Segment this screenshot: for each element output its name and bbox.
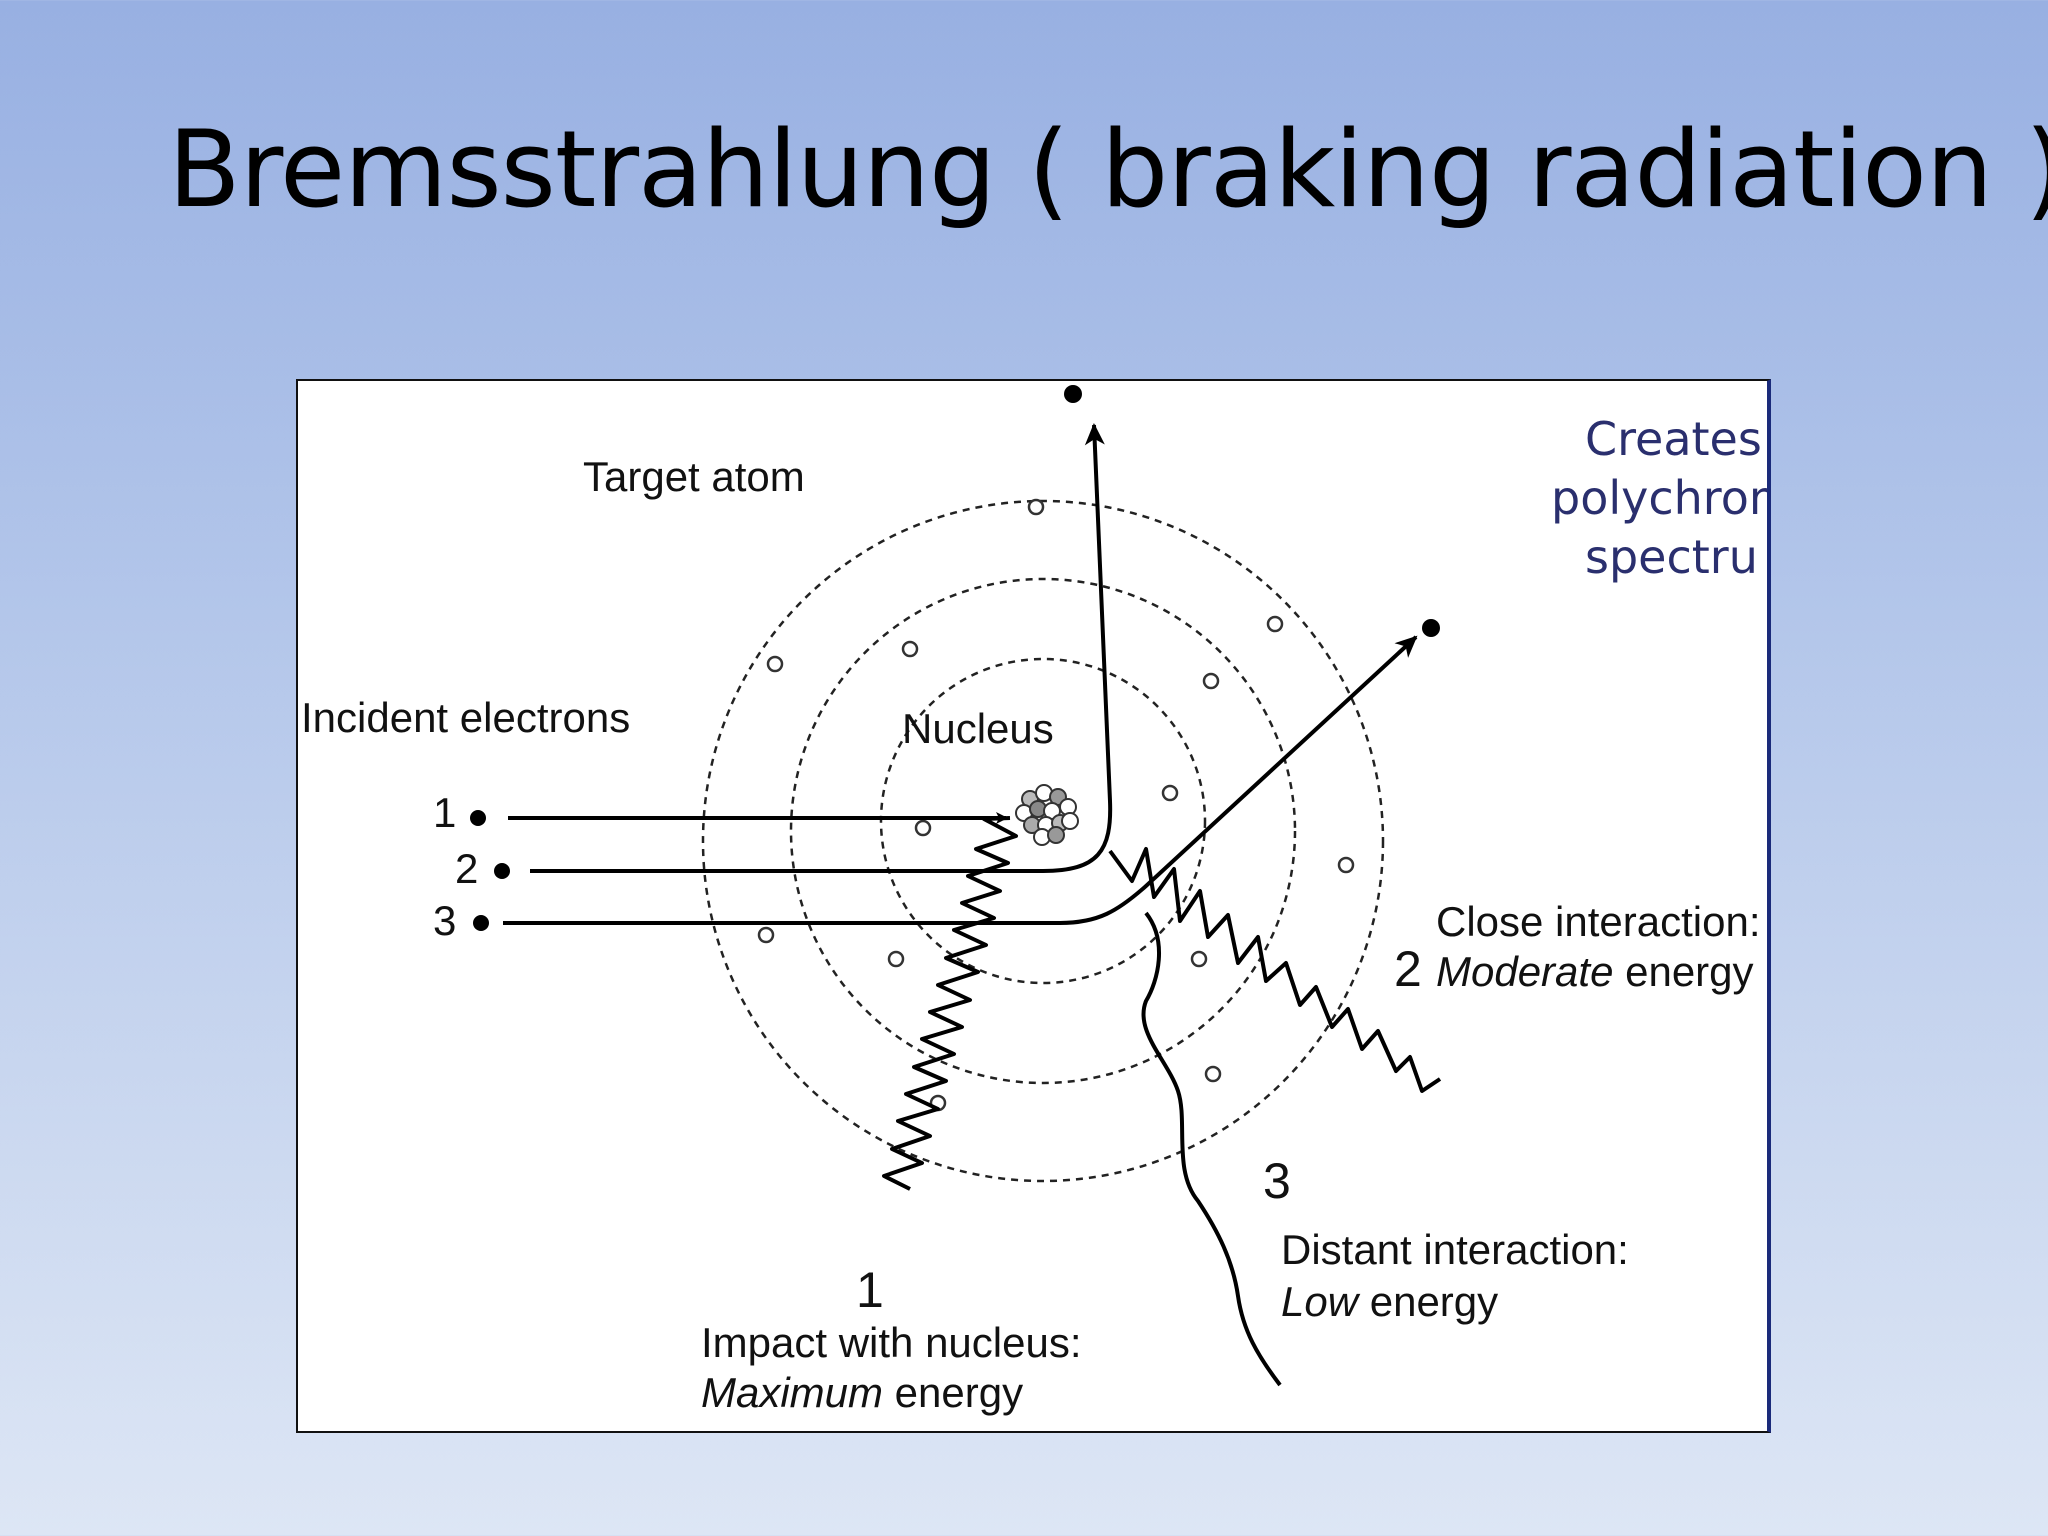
orbital-electron (1202, 672, 1220, 690)
orbital-electron (1204, 1065, 1222, 1083)
scattered-electron-2 (1064, 385, 1082, 403)
incident-electrons-label: Incident electrons (301, 694, 630, 741)
incident-electron-number-3: 3 (433, 897, 456, 944)
orbit-middle (789, 577, 1297, 1085)
interaction-3-energy: Low energy (1281, 1278, 1498, 1325)
diagram-canvas: Target atom Incident electrons Nucleus 1… (301, 385, 1771, 1416)
orbital-electron (887, 950, 905, 968)
photon-2-moderate (1108, 847, 1442, 1093)
orbital-electron (914, 819, 932, 837)
orbital-electrons (757, 498, 1355, 1112)
callout-line-2: polychrom (1551, 471, 1771, 525)
scattered-electron-dots (1064, 385, 1440, 637)
interaction-3-number: 3 (1263, 1153, 1291, 1209)
interaction-3-title: Distant interaction: (1281, 1226, 1629, 1273)
incident-electron-number-2: 2 (455, 845, 478, 892)
orbit-outer (701, 499, 1385, 1183)
incident-electron-dots (470, 810, 510, 931)
incident-electron-number-1: 1 (433, 789, 456, 836)
orbital-electron (1161, 784, 1179, 802)
orbital-electron (901, 640, 919, 658)
target-atom-label: Target atom (583, 453, 805, 500)
electron-paths (503, 423, 1418, 925)
incident-electron-1 (470, 810, 486, 826)
diagram-labels: Target atom Incident electrons Nucleus 1… (301, 412, 1771, 1416)
incident-electron-3 (473, 915, 489, 931)
orbital-electron (766, 655, 784, 673)
scattered-electron-3 (1422, 619, 1440, 637)
orbital-electron (1027, 498, 1045, 516)
interaction-1-number: 1 (856, 1262, 884, 1318)
callout-line-1: Creates (1585, 412, 1762, 466)
electron-path-3 (503, 635, 1418, 925)
orbital-electron (757, 926, 775, 944)
slide-title: Bremsstrahlung ( braking radiation ) (168, 108, 2048, 231)
nucleus (1015, 784, 1079, 846)
interaction-2-number: 2 (1394, 941, 1422, 997)
photon-3-low (1141, 911, 1282, 1387)
bremsstrahlung-diagram: Target atom Incident electrons Nucleus 1… (296, 379, 1771, 1433)
interaction-1-title: Impact with nucleus: (701, 1319, 1082, 1366)
nucleus-label: Nucleus (902, 705, 1054, 752)
electron-path-2 (530, 423, 1113, 873)
interaction-2-energy: Moderate energy (1436, 948, 1754, 995)
photons (882, 816, 1442, 1387)
orbital-electron (1266, 615, 1284, 633)
callout-line-3: spectru (1585, 530, 1758, 584)
orbit-shells (701, 499, 1385, 1183)
incident-electron-2 (494, 863, 510, 879)
orbit-inner (879, 657, 1207, 985)
photon-1-maximum (882, 816, 1018, 1191)
orbital-electron (1337, 856, 1355, 874)
orbital-electron (1190, 950, 1208, 968)
interaction-1-energy: Maximum energy (701, 1369, 1023, 1416)
interaction-2-title: Close interaction: (1436, 898, 1761, 945)
